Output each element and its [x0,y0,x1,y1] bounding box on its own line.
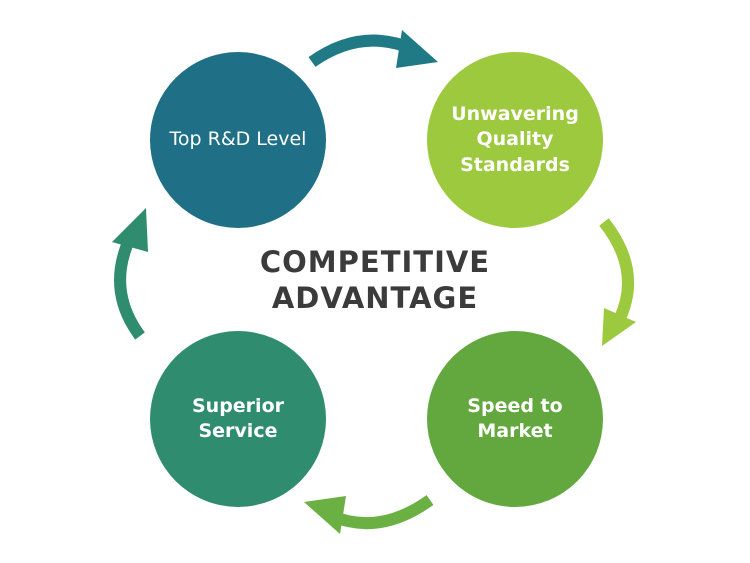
node-top-rd-level: Top R&D Level [150,52,326,228]
arrow-quality-to-speed [599,218,636,346]
node-superior-service: Superior Service [150,331,326,507]
arrow-service-to-rd [112,208,148,340]
node-label: Superior Service [191,394,284,442]
node-label: Speed to Market [467,394,563,442]
center-title-line1: COMPETITIVE [259,245,491,279]
center-title: COMPETITIVE ADVANTAGE [200,244,550,317]
node-label: Unwavering Quality Standards [451,103,579,176]
center-title-line2: ADVANTAGE [271,281,479,316]
node-speed-to-market: Speed to Market [427,331,603,507]
node-label: Top R&D Level [169,128,307,151]
arrow-speed-to-service [304,495,434,534]
node-unwavering-quality-standards: Unwavering Quality Standards [427,52,603,228]
arrow-rd-to-quality [308,30,438,68]
